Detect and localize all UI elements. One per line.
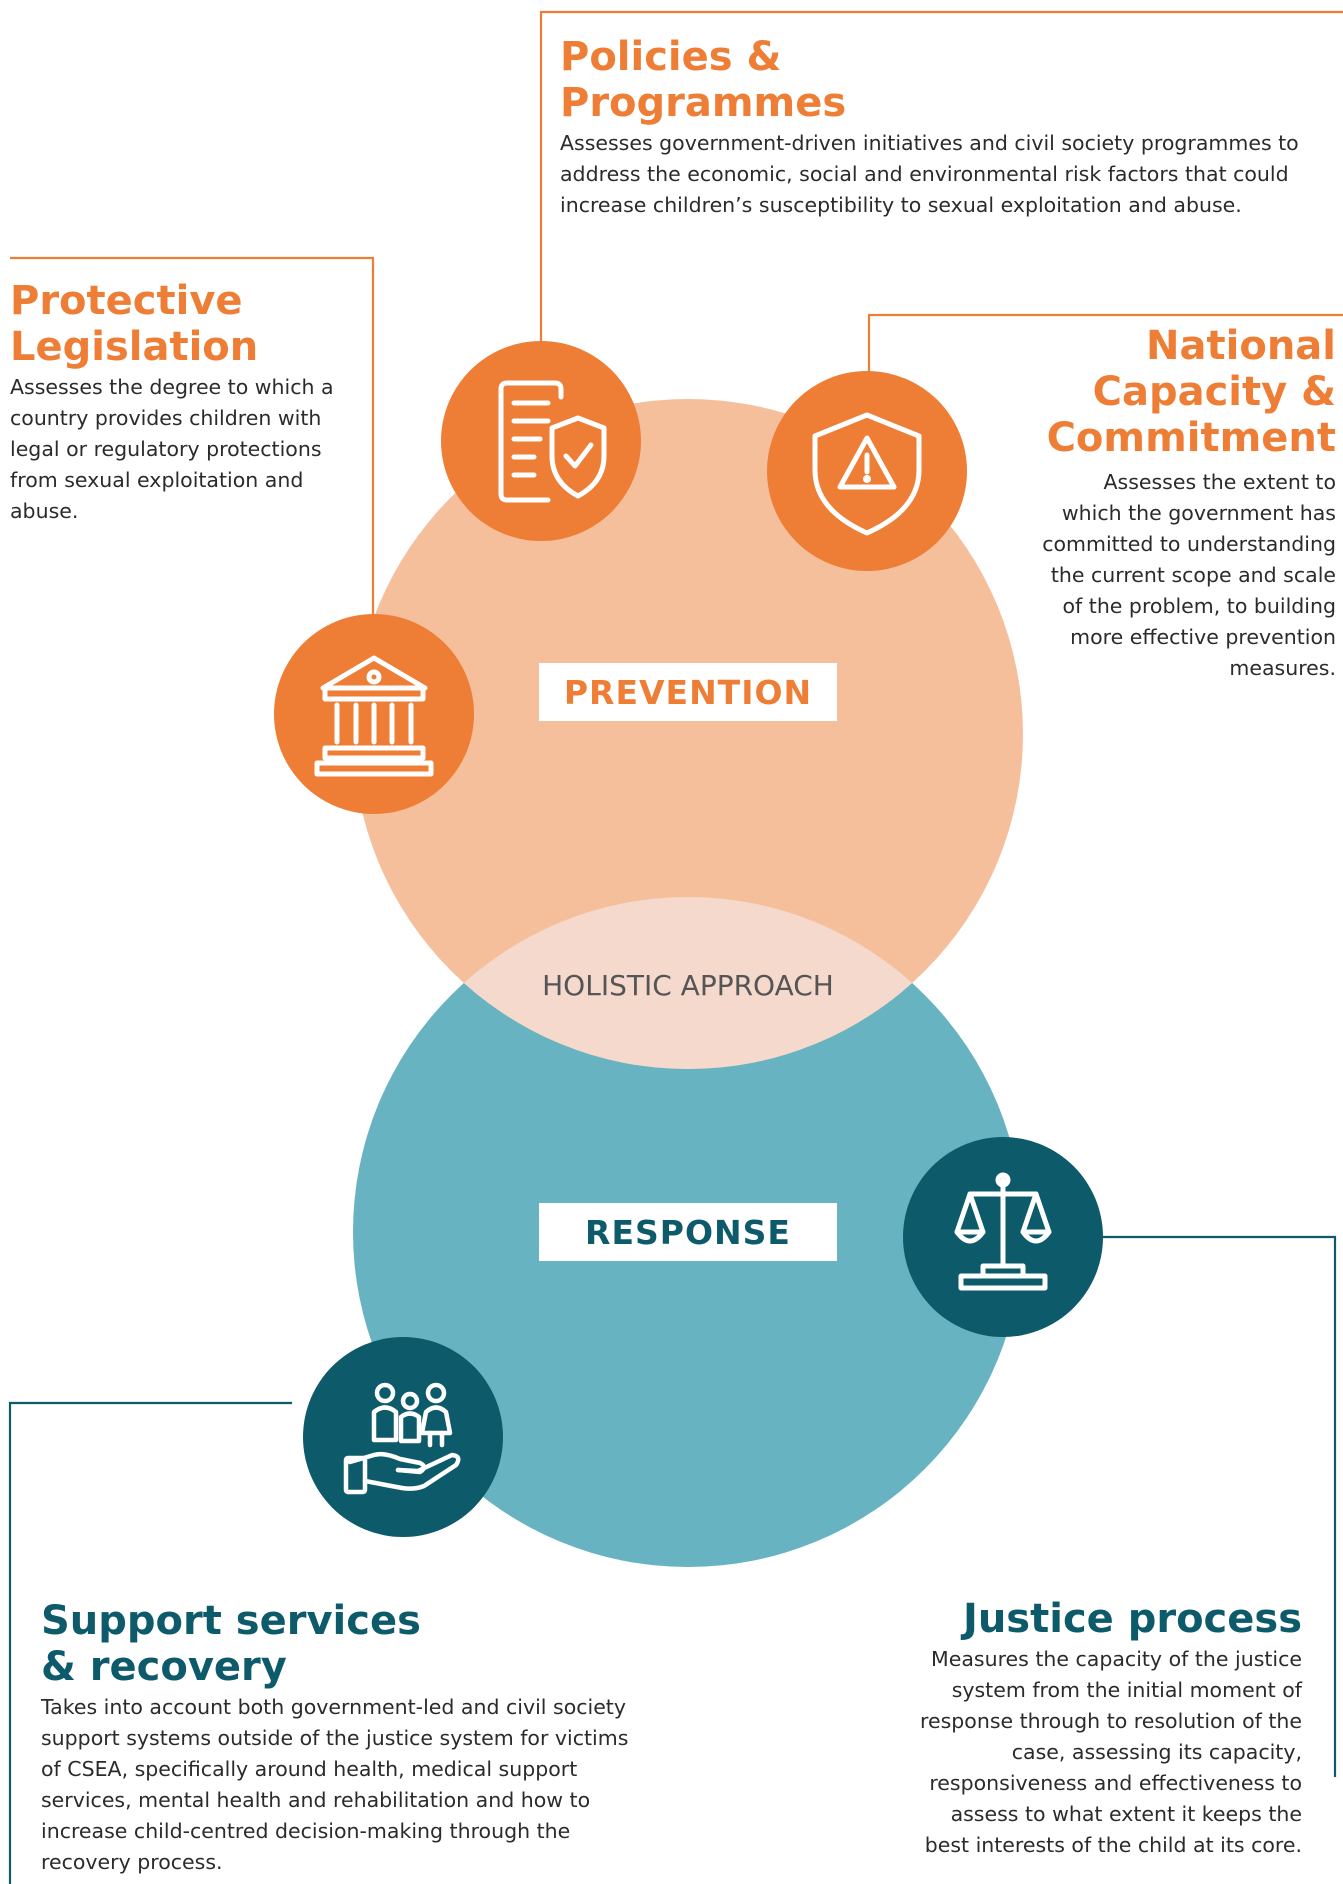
capacity-description: Assesses the extent to which the governm… — [1042, 470, 1336, 680]
capacity-title-line3: Commitment — [1046, 415, 1336, 461]
policies-programmes-block: Policies & Programmes Assesses governmen… — [560, 34, 1330, 221]
support-services-block: Support services & recovery Takes into a… — [41, 1598, 651, 1878]
protective-legislation-block: Protective Legislation Assesses the degr… — [10, 278, 355, 527]
capacity-icon-circle — [767, 371, 967, 571]
capacity-connector — [867, 313, 1343, 385]
legislation-title-line2: Legislation — [10, 324, 259, 370]
scales-icon — [954, 1172, 1052, 1291]
legislation-icon-circle — [274, 614, 474, 814]
support-connector — [8, 1401, 292, 1884]
legislation-title: Protective Legislation — [10, 278, 355, 370]
response-label: RESPONSE — [539, 1203, 837, 1261]
national-capacity-block: National Capacity & Commitment — [1040, 323, 1336, 461]
support-title-line2: & recovery — [41, 1644, 287, 1690]
warning-shield-icon — [812, 412, 922, 536]
courthouse-icon — [314, 655, 434, 777]
hand-people-icon — [343, 1382, 461, 1495]
connector-lines — [8, 10, 1343, 1884]
justice-icon-circle — [903, 1137, 1103, 1337]
policies-icon-circle — [441, 341, 641, 541]
document-shield-icon — [498, 380, 607, 503]
capacity-title-line1: National — [1146, 323, 1336, 369]
holistic-approach-label: HOLISTIC APPROACH — [542, 969, 834, 1002]
policies-connector — [539, 10, 1343, 355]
capacity-title: National Capacity & Commitment — [1040, 323, 1336, 461]
capacity-title-line2: Capacity & — [1092, 369, 1336, 415]
support-title-line1: Support services — [41, 1598, 421, 1644]
justice-connector — [1102, 1235, 1337, 1777]
support-description: Takes into account both government-led a… — [41, 1695, 629, 1874]
justice-description: Measures the capacity of the justice sys… — [920, 1647, 1302, 1857]
justice-title: Justice process — [962, 1596, 1302, 1642]
prevention-label: PREVENTION — [539, 663, 837, 721]
policies-description: Assesses government-driven initiatives a… — [560, 131, 1299, 217]
policies-title-line2: Programmes — [560, 80, 847, 126]
policies-title: Policies & Programmes — [560, 34, 1330, 126]
legislation-title-line1: Protective — [10, 278, 243, 324]
justice-process-block: Justice process Measures the capacity of… — [900, 1596, 1302, 1861]
legislation-description: Assesses the degree to which a country p… — [10, 375, 334, 523]
support-title: Support services & recovery — [41, 1598, 651, 1690]
support-icon-circle — [303, 1337, 503, 1537]
legislation-connector — [10, 256, 375, 615]
policies-title-line1: Policies & — [560, 34, 782, 80]
